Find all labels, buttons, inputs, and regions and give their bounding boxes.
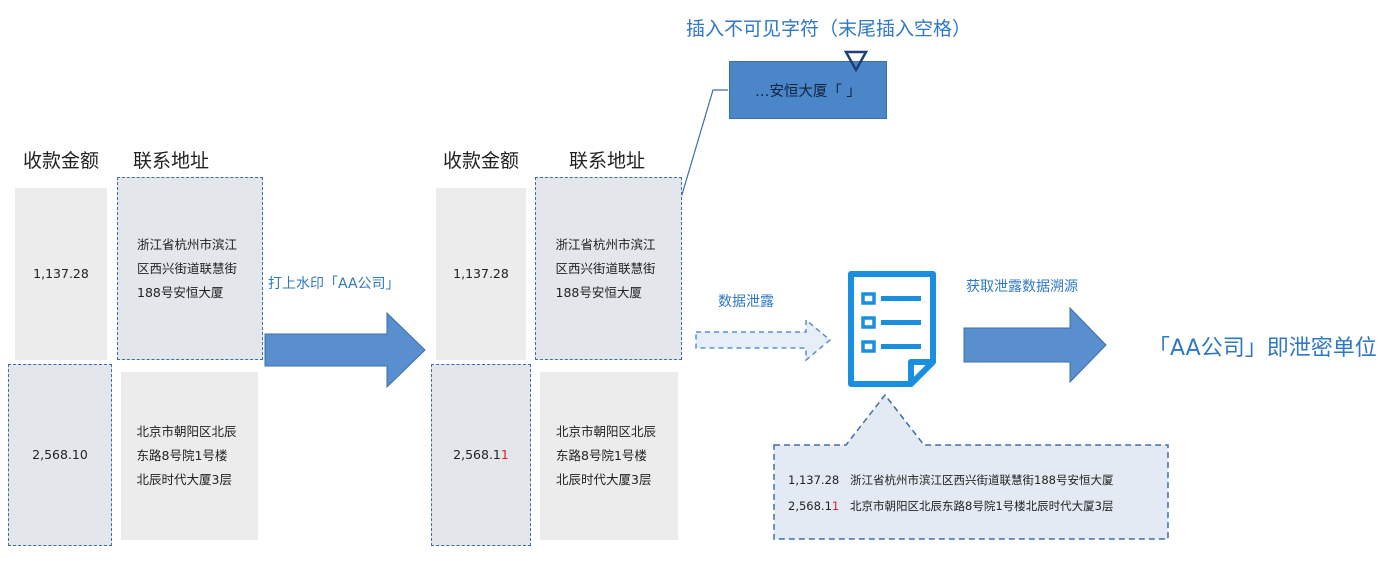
original-address-cell-1: 浙江省杭州市滨江 区西兴街道联慧街 188号安恒大厦 — [117, 177, 263, 360]
watermarked-amount-prefix: 2,568.1 — [453, 447, 501, 462]
callout-box: …安恒大厦「 」 — [729, 61, 887, 119]
leak-arrow-label: 数据泄露 — [718, 294, 774, 310]
header-address-watermarked: 联系地址 — [569, 150, 646, 172]
leak-arrow — [695, 318, 832, 362]
original-address-cell-2: 北京市朝阳区北辰 东路8号院1号楼 北辰时代大厦3层 — [121, 372, 258, 540]
watermarked-address-cell-1: 浙江省杭州市滨江 区西兴街道联慧街 188号安恒大厦 — [535, 177, 682, 360]
original-amount-cell-2: 2,568.10 — [8, 364, 112, 546]
watermarked-amount-highlight — [431, 364, 531, 546]
triangle-down-icon — [843, 50, 869, 73]
header-address-original: 联系地址 — [133, 150, 210, 172]
header-amount-original: 收款金额 — [23, 150, 100, 172]
callout-title: 插入不可见字符（末尾插入空格） — [686, 18, 972, 40]
original-address-highlight — [117, 177, 263, 360]
trace-arrow — [963, 306, 1107, 384]
callout-box-text: …安恒大厦「 」 — [754, 83, 862, 100]
watermarked-amount-cell-1: 1,137.28 — [436, 188, 526, 360]
watermark-arrow — [264, 311, 426, 389]
header-amount-watermarked: 收款金额 — [443, 150, 520, 172]
trace-arrow-label: 获取泄露数据溯源 — [966, 279, 1078, 295]
result-text: 「AA公司」即泄密单位 — [1148, 336, 1377, 361]
original-amount-highlight — [8, 364, 112, 546]
original-amount-cell-1: 1,137.28 — [15, 188, 107, 360]
watermark-marked-digit: 1 — [500, 447, 509, 462]
watermarked-amount-cell-2: 2,568.11 — [431, 364, 531, 546]
leaked-marked-digit: 1 — [831, 499, 840, 513]
leaked-data-box — [773, 393, 1169, 540]
document-list-icon — [848, 271, 936, 387]
watermarked-address-cell-2: 北京市朝阳区北辰 东路8号院1号楼 北辰时代大厦3层 — [540, 372, 678, 540]
watermarked-address-highlight — [535, 177, 682, 360]
watermark-arrow-label: 打上水印「AA公司」 — [268, 276, 400, 292]
